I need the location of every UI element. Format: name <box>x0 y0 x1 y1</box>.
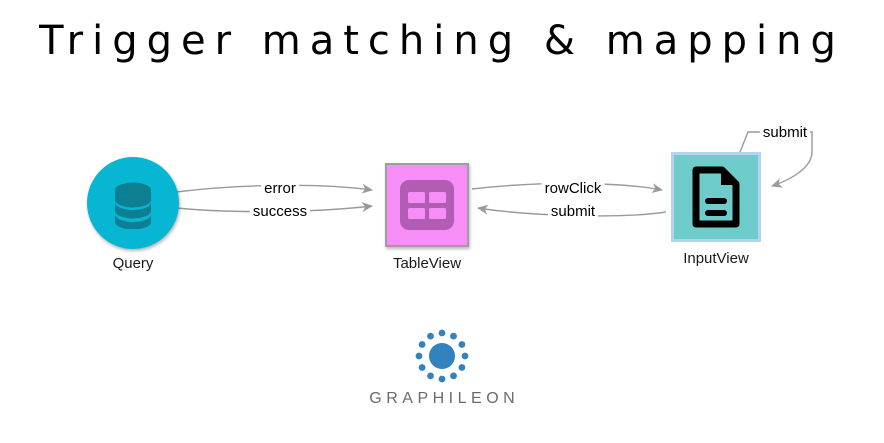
node-query-label: Query <box>112 255 154 272</box>
table-grid-icon <box>400 180 454 230</box>
node-query[interactable]: Query <box>87 157 179 272</box>
node-inputview-label: InputView <box>683 250 749 267</box>
edge-label-submit: submit <box>547 203 599 220</box>
edge-label-self-submit: submit <box>759 124 811 141</box>
edge-label-error: error <box>261 180 299 197</box>
database-icon <box>115 182 151 229</box>
node-inputview[interactable]: InputView <box>671 152 761 267</box>
node-query-shape[interactable] <box>87 157 179 249</box>
node-tableview-shape[interactable] <box>385 163 469 247</box>
edge-label-rowclick: rowClick <box>541 180 605 197</box>
node-tableview-label: TableView <box>392 255 462 272</box>
document-icon <box>692 166 740 228</box>
graphileon-logo-text: GRAPHILEON <box>369 390 520 407</box>
node-inputview-shape[interactable] <box>671 152 761 242</box>
edge-label-success: success <box>249 203 311 220</box>
page-title: Trigger matching & mapping <box>39 18 845 64</box>
node-tableview[interactable]: TableView <box>385 163 469 272</box>
edge-path-self-submit <box>739 131 813 188</box>
graphileon-logo: GRAPHILEON <box>0 328 884 408</box>
graphileon-mark-icon <box>415 329 469 383</box>
